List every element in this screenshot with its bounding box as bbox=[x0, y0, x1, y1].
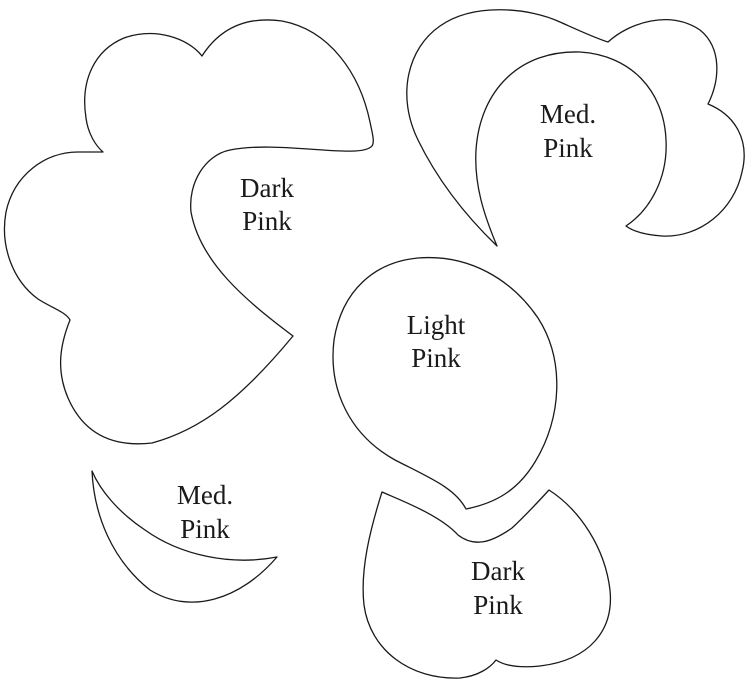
bottom-petal-outline bbox=[362, 489, 612, 679]
crescent-petal-label-line1: Med. bbox=[177, 480, 233, 510]
crescent-petal-label-line2: Pink bbox=[180, 514, 230, 544]
crescent-petal-outline bbox=[91, 470, 278, 603]
bottom-petal-label-line2: Pink bbox=[473, 590, 523, 620]
large-petal-label-line1: Dark bbox=[240, 173, 294, 203]
large-petal-label-line2: Pink bbox=[242, 206, 292, 236]
center-petal-label-line1: Light bbox=[407, 310, 466, 340]
center-petal-piece: Light Pink bbox=[332, 256, 558, 510]
top-right-petal-label-line2: Pink bbox=[543, 133, 593, 163]
top-right-petal-outline bbox=[406, 9, 745, 247]
top-right-petal-label-line1: Med. bbox=[540, 99, 596, 129]
bottom-petal-piece: Dark Pink bbox=[362, 489, 612, 679]
top-right-petal-piece: Med. Pink bbox=[406, 9, 745, 247]
center-petal-label-line2: Pink bbox=[411, 343, 461, 373]
bottom-petal-label-line1: Dark bbox=[471, 556, 525, 586]
crescent-petal-piece: Med. Pink bbox=[91, 470, 278, 603]
center-petal-outline bbox=[332, 256, 558, 510]
large-petal-piece: Dark Pink bbox=[3, 19, 374, 445]
large-petal-outline bbox=[3, 19, 374, 445]
